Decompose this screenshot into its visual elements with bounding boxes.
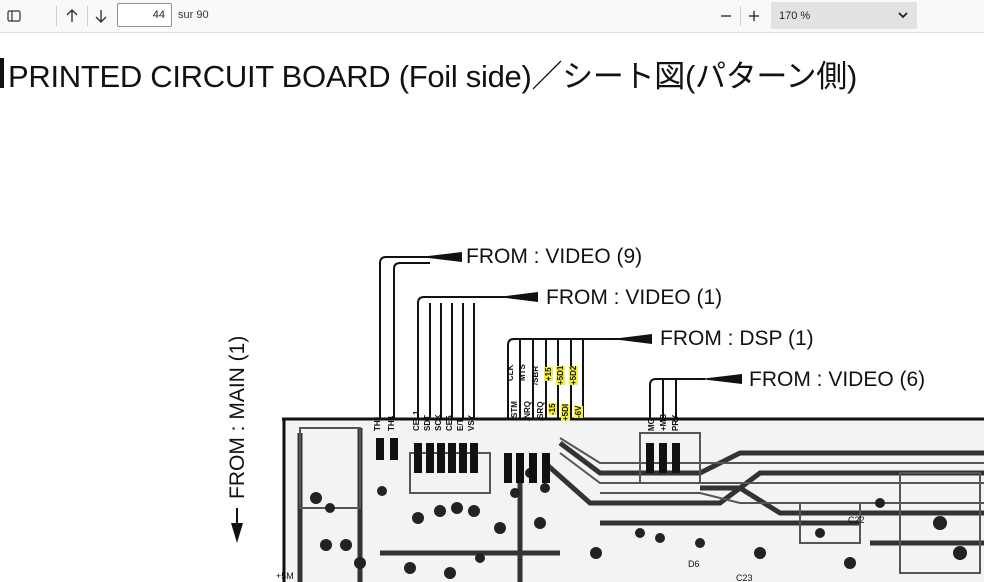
board-mark-d6: D6: [688, 559, 700, 569]
pin-label-ce5: CE5: [445, 415, 454, 431]
page-heading: PRINTED CIRCUIT BOARD (Foil side)／シート図(パ…: [0, 55, 857, 94]
label-from-video-9: FROM : VIDEO (9): [466, 245, 643, 268]
page-title: PRINTED CIRCUIT BOARD (Foil side)／シート図(パ…: [8, 58, 857, 94]
pin-label-pry: PRY: [671, 414, 680, 431]
pin-label-clk: CLK: [506, 364, 515, 381]
plus-icon: [749, 11, 759, 21]
pin-label-nrq: /NRQ: [523, 401, 532, 421]
page-number-input[interactable]: [117, 3, 172, 27]
previous-page-button[interactable]: [60, 4, 84, 28]
pin-label-5di: +5DI: [561, 403, 570, 421]
toolbar-separator: [87, 6, 88, 26]
arrow-down-icon: [95, 10, 107, 23]
circuit-board-drawing: +5M D6 C23 C22: [231, 252, 984, 582]
label-from-video-6: FROM : VIDEO (6): [749, 368, 926, 391]
pin-label-cel1: CEL1: [412, 410, 421, 431]
toolbar-separator: [56, 6, 57, 26]
label-from-video-1: FROM : VIDEO (1): [546, 286, 723, 309]
pin-label-5d2: +5D2: [569, 365, 578, 385]
pin-label-plus15: +15: [544, 367, 553, 381]
page-total-label: sur 90: [178, 9, 209, 21]
sidebar-toggle-icon: [7, 10, 21, 22]
zoom-in-button[interactable]: [742, 4, 766, 28]
board-mark-c23: C23: [736, 573, 753, 582]
pin-label-mb: +MB: [659, 413, 668, 431]
sidebar-toggle-button[interactable]: [2, 4, 26, 28]
chevron-down-icon: [898, 12, 908, 19]
pdf-toolbar: sur 90 170 %: [0, 0, 984, 33]
board-mark-c22: C22: [848, 515, 865, 525]
zoom-value: 170 %: [779, 10, 811, 22]
pin-label-sck: SCK: [434, 414, 443, 431]
pin-label-et: E/T: [456, 418, 465, 431]
pin-label-5d1: +5D1: [556, 365, 565, 385]
pin-label-minus15: -15: [548, 403, 557, 415]
pin-label-vsy: VSY: [467, 414, 476, 431]
pin-label-th1: TH1: [373, 415, 382, 431]
document-page: PRINTED CIRCUIT BOARD (Foil side)／シート図(パ…: [0, 33, 984, 582]
pin-label-minus6v: -6V: [574, 405, 583, 418]
pin-label-srq: /SRQ: [536, 401, 545, 421]
pin-label-mg: MG: [647, 418, 656, 431]
zoom-select[interactable]: 170 %: [771, 2, 917, 29]
label-from-dsp-1: FROM : DSP (1): [660, 327, 814, 350]
label-from-main-1: FROM : MAIN (1): [226, 335, 249, 499]
arrow-up-icon: [66, 9, 78, 22]
pin-label-sbr: /SBR: [531, 365, 540, 385]
pin-label-mts: MTS: [518, 364, 527, 381]
toolbar-separator: [740, 6, 741, 26]
next-page-button[interactable]: [89, 4, 113, 28]
minus-icon: [721, 15, 731, 17]
zoom-out-button[interactable]: [714, 4, 738, 28]
pin-label-sdt: SDT: [423, 415, 432, 431]
heading-bar: [0, 58, 4, 88]
board-mark-5m: +5M: [276, 571, 294, 581]
pin-label-stm: STM: [510, 401, 519, 418]
pin-label-th4: TH4: [387, 415, 396, 431]
